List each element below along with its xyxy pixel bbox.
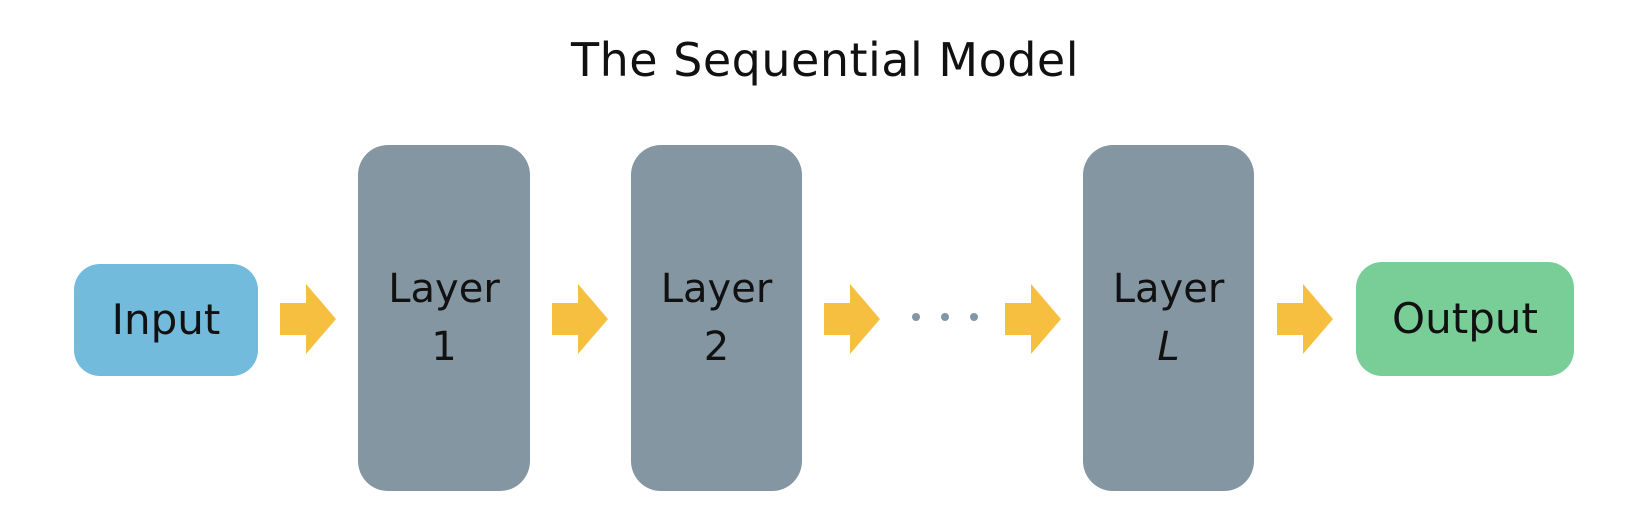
arrow-right-icon <box>1005 284 1061 354</box>
layer-l-number: L <box>1157 324 1180 370</box>
arrow-right-icon <box>280 284 336 354</box>
input-label: Input <box>111 295 221 344</box>
diagram-title: The Sequential Model <box>570 33 1079 87</box>
ellipsis-dot <box>941 313 949 321</box>
arrow-right-icon <box>1277 284 1333 354</box>
ellipsis-dot <box>970 313 978 321</box>
layer-2-number: 2 <box>703 324 730 370</box>
layer-2-label: Layer <box>660 266 773 312</box>
input-box: Input <box>74 264 258 376</box>
layer-l-box: Layer L <box>1083 145 1254 491</box>
arrow-right-icon <box>1277 284 1333 354</box>
layer-1-box: Layer 1 <box>358 145 530 491</box>
layer-1-label: Layer <box>388 266 500 312</box>
layer-1-number: 1 <box>431 324 457 370</box>
arrow-right-icon <box>824 284 880 354</box>
layer-2-box: Layer 2 <box>631 145 802 491</box>
arrow-right-icon <box>824 284 880 354</box>
output-label: Output <box>1392 294 1538 343</box>
ellipsis <box>912 303 978 331</box>
arrow-right-icon <box>552 284 608 354</box>
arrow-right-icon <box>1005 284 1061 354</box>
output-box: Output <box>1356 262 1574 376</box>
arrow-right-icon <box>552 284 608 354</box>
arrow-right-icon <box>280 284 336 354</box>
layer-l-label: Layer <box>1112 266 1225 312</box>
ellipsis-dot <box>912 313 920 321</box>
